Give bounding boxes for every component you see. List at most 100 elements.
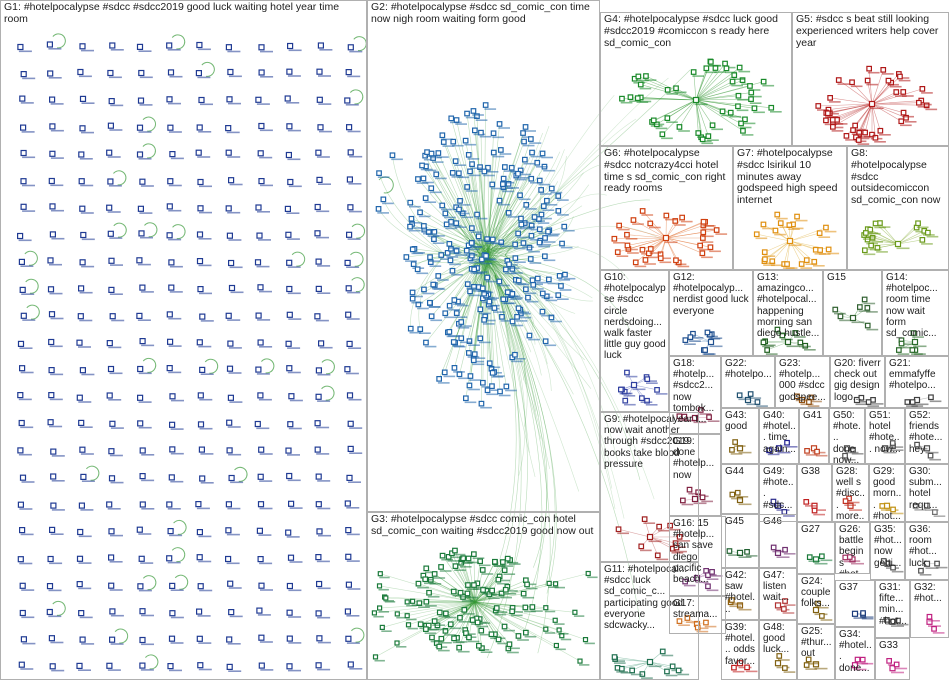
graph-edge: [618, 528, 651, 538]
group-box-g16: G16: 15 #hotelp... san save diego pacifi…: [669, 516, 726, 596]
node-label-mark: [81, 373, 95, 376]
node-label-mark: [560, 246, 573, 249]
graph-node: [345, 311, 352, 318]
graph-node: [442, 210, 449, 217]
group-label: G24: couple folks...: [801, 576, 831, 610]
graph-edge: [479, 167, 488, 247]
group-label: G22: #hotelpo...: [725, 358, 772, 381]
graph-node: [453, 310, 460, 316]
graph-node: [457, 198, 463, 204]
node-label-mark: [227, 156, 241, 158]
node-label-mark: [560, 638, 572, 641]
graph-node: [423, 626, 429, 633]
graph-node: [465, 582, 471, 588]
node-label-mark: [110, 534, 123, 537]
graph-node: [439, 552, 446, 559]
node-label-mark: [197, 156, 211, 158]
node-label-mark: [853, 128, 866, 131]
node-label-mark: [22, 77, 36, 80]
graph-node: [662, 234, 670, 242]
node-label-mark: [920, 103, 932, 106]
node-label-mark: [500, 596, 512, 599]
node-label-mark: [80, 212, 94, 214]
node-label-mark: [451, 274, 463, 276]
graph-node: [512, 241, 519, 248]
graph-node: [17, 340, 25, 347]
group-box-g31: G31: fifte... min... #hot...: [875, 580, 910, 638]
graph-node: [379, 624, 385, 631]
node-label-mark: [531, 610, 543, 612]
node-label-mark: [428, 260, 441, 262]
graph-node: [506, 261, 512, 268]
node-label-mark: [463, 613, 475, 615]
graph-edge: [482, 254, 552, 318]
node-label-mark: [532, 288, 544, 290]
graph-node: [474, 211, 480, 218]
graph-edge: [615, 658, 651, 663]
graph-node: [518, 215, 524, 222]
group-box-g52: G52: friends #hote... hey: [905, 408, 949, 464]
graph-node: [78, 609, 85, 617]
graph-node: [471, 551, 477, 558]
graph-node: [108, 636, 116, 643]
graph-edge: [494, 274, 528, 606]
graph-node: [436, 609, 443, 616]
self-loop: [24, 250, 38, 266]
node-label-mark: [493, 375, 505, 377]
node-label-mark: [406, 618, 417, 621]
node-label-mark: [882, 73, 894, 75]
node-label-mark: [517, 639, 529, 641]
graph-node: [627, 94, 634, 101]
node-label-mark: [725, 71, 737, 74]
node-label-mark: [515, 178, 527, 181]
node-label-mark: [472, 360, 485, 363]
graph-node: [257, 501, 265, 508]
node-label-mark: [170, 616, 184, 619]
node-label-mark: [558, 633, 569, 635]
node-label-mark: [137, 319, 151, 321]
graph-node: [456, 644, 462, 651]
graph-edge: [871, 103, 907, 119]
self-loop: [173, 519, 187, 535]
self-loop: [349, 89, 364, 105]
graph-node: [458, 335, 465, 342]
graph-node: [436, 643, 443, 650]
self-loop: [142, 116, 157, 132]
group-label: G39: #hotel... odds favor...: [725, 622, 756, 667]
graph-node: [109, 42, 116, 49]
group-box-g26: G26: battle begins #hot...: [835, 522, 870, 574]
graph-node: [464, 590, 471, 597]
node-label-mark: [48, 615, 62, 618]
node-label-mark: [503, 573, 516, 575]
graph-node: [138, 555, 145, 562]
graph-node: [463, 395, 469, 402]
node-label-mark: [198, 668, 212, 671]
node-label-mark: [374, 659, 385, 662]
graph-node: [17, 501, 24, 508]
node-label-mark: [573, 615, 585, 617]
node-label-mark: [547, 282, 560, 285]
node-label-mark: [287, 347, 301, 349]
node-label-mark: [317, 616, 331, 619]
node-label-mark: [198, 535, 212, 538]
graph-edge: [384, 596, 476, 603]
graph-node: [17, 43, 24, 51]
node-label-mark: [831, 130, 844, 132]
graph-edge: [484, 149, 502, 247]
node-label-mark: [316, 426, 330, 429]
node-label-mark: [506, 295, 519, 298]
node-label-mark: [524, 130, 536, 132]
node-label-mark: [139, 104, 153, 106]
graph-node: [48, 367, 55, 374]
node-label-mark: [422, 181, 434, 184]
graph-edge: [665, 229, 717, 239]
graph-node: [738, 120, 744, 127]
graph-node: [197, 286, 204, 293]
node-label-mark: [19, 562, 33, 565]
node-label-mark: [438, 615, 451, 618]
graph-node: [497, 388, 503, 395]
node-label-mark: [228, 102, 241, 105]
graph-node: [287, 554, 295, 561]
graph-node: [347, 420, 354, 427]
node-label-mark: [169, 265, 183, 268]
